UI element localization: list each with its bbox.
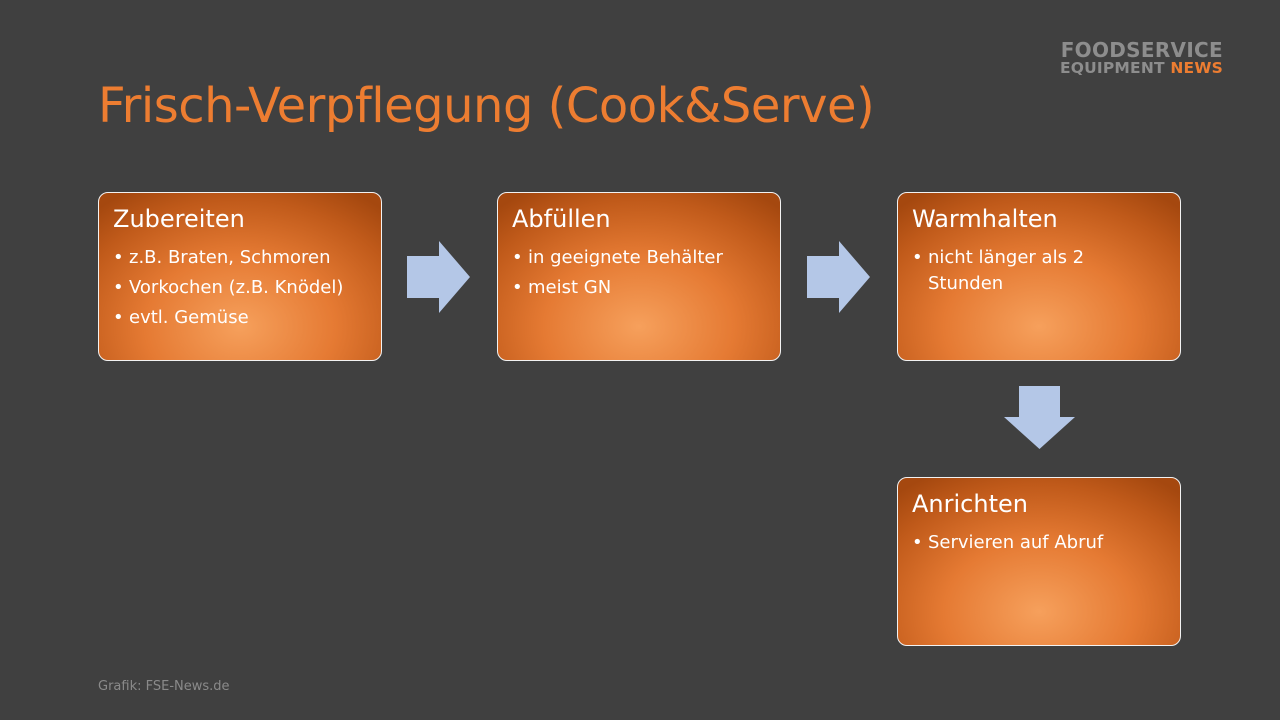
bullet: • [113, 277, 124, 298]
step-title: Zubereiten [113, 205, 245, 233]
step-box-abfuellen: Abfüllen •in geeignete Behälter •meist G… [497, 192, 781, 361]
list-item: •Servieren auf Abruf [912, 530, 1166, 556]
bullet: • [512, 247, 523, 268]
step-list: •z.B. Braten, Schmoren •Vorkochen (z.B. … [113, 245, 367, 331]
list-item: •in geeignete Behälter [512, 245, 766, 271]
step-box-zubereiten: Zubereiten •z.B. Braten, Schmoren •Vorko… [98, 192, 382, 361]
bullet: • [113, 307, 124, 328]
list-item: •nicht länger als 2 Stunden [912, 245, 1103, 297]
arrow-down-icon [1004, 386, 1075, 449]
bullet: • [912, 247, 923, 268]
list-item-text: Vorkochen (z.B. Knödel) [129, 277, 344, 298]
arrow-right-icon [807, 241, 870, 313]
logo-line1: FOODSERVICE [1060, 38, 1223, 62]
list-item-text: meist GN [528, 277, 612, 298]
step-title: Abfüllen [512, 205, 611, 233]
step-list: •nicht länger als 2 Stunden [912, 245, 1166, 297]
bullet: • [113, 247, 124, 268]
list-item-text: in geeignete Behälter [528, 247, 723, 268]
logo: FOODSERVICE EQUIPMENT NEWS [1060, 40, 1223, 77]
arrow-right-icon [407, 241, 470, 313]
bullet: • [912, 532, 923, 553]
logo-news: NEWS [1170, 59, 1223, 77]
logo-line2: EQUIPMENT NEWS [1059, 59, 1223, 77]
image-credit: Grafik: FSE-News.de [98, 679, 230, 694]
logo-equipment: EQUIPMENT [1059, 59, 1171, 77]
list-item: •Vorkochen (z.B. Knödel) [113, 275, 367, 301]
list-item-text: z.B. Braten, Schmoren [129, 247, 331, 268]
step-list: •Servieren auf Abruf [912, 530, 1166, 556]
bullet: • [512, 277, 523, 298]
step-box-anrichten: Anrichten •Servieren auf Abruf [897, 477, 1181, 646]
step-box-warmhalten: Warmhalten •nicht länger als 2 Stunden [897, 192, 1181, 361]
list-item-text: Servieren auf Abruf [928, 532, 1104, 553]
list-item: •meist GN [512, 275, 766, 301]
list-item-text: nicht länger als 2 Stunden [928, 247, 1085, 294]
list-item-text: evtl. Gemüse [129, 307, 249, 328]
step-title: Anrichten [912, 490, 1028, 518]
list-item: •evtl. Gemüse [113, 305, 367, 331]
step-list: •in geeignete Behälter •meist GN [512, 245, 766, 301]
list-item: •z.B. Braten, Schmoren [113, 245, 367, 271]
slide-title: Frisch-Verpflegung (Cook&Serve) [98, 78, 875, 134]
step-title: Warmhalten [912, 205, 1058, 233]
